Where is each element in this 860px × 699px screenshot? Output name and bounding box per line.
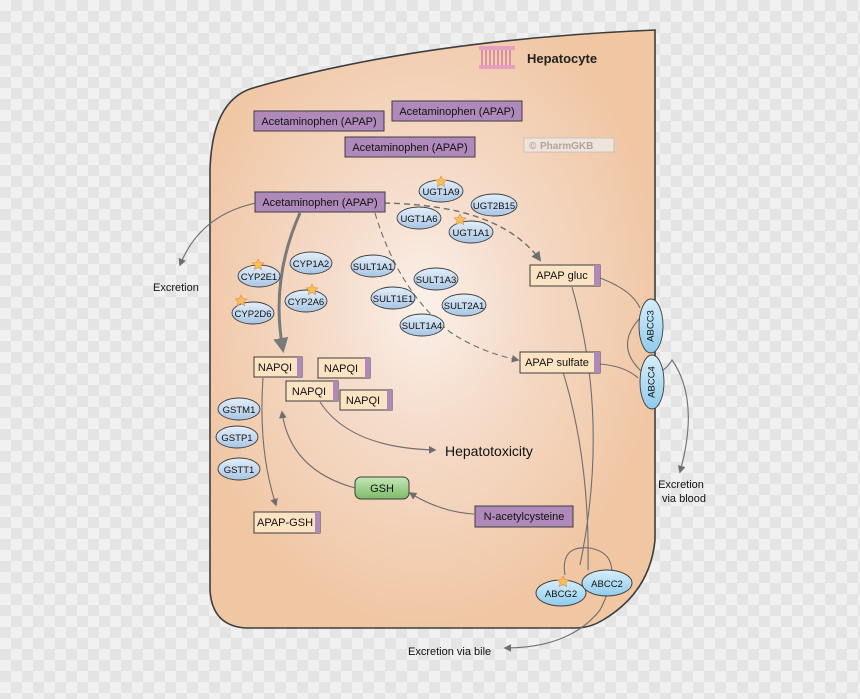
svg-text:UGT1A9: UGT1A9: [423, 187, 460, 198]
enzyme-sult1a3: SULT1A3: [413, 267, 459, 291]
excretion-label: Excretion: [153, 282, 199, 294]
transporter-abcc4: ABCC4: [639, 354, 665, 410]
svg-text:CYP2A6: CYP2A6: [288, 297, 324, 308]
svg-text:SULT1E1: SULT1E1: [373, 294, 413, 305]
watermark: © PharmGKB: [523, 137, 615, 153]
svg-text:UGT1A6: UGT1A6: [401, 214, 438, 225]
variant-star-icon: [434, 175, 448, 188]
svg-text:Acetaminophen (APAP): Acetaminophen (APAP): [262, 197, 377, 209]
svg-text:SULT1A3: SULT1A3: [416, 275, 456, 286]
svg-text:ABCC4: ABCC4: [647, 366, 658, 398]
drug-box: Acetaminophen (APAP): [391, 100, 523, 122]
line-gluc-to-abcg2: [571, 286, 594, 566]
svg-text:Acetaminophen (APAP): Acetaminophen (APAP): [352, 142, 467, 154]
svg-text:NAPQI: NAPQI: [258, 362, 292, 374]
gsh-box: GSH: [354, 476, 410, 500]
membrane-icon: [479, 46, 515, 69]
cell-label: Hepatocyte: [527, 51, 597, 66]
metabolite-napqi: NAPQI: [253, 356, 303, 378]
line-gluc-to-abcc3: [599, 277, 641, 309]
arrow-gsh-to-napqi: [279, 410, 356, 489]
variant-star-icon: [453, 213, 467, 226]
svg-text:APAP-GSH: APAP-GSH: [257, 517, 313, 529]
svg-text:ABCC2: ABCC2: [591, 579, 623, 590]
svg-text:GSTM1: GSTM1: [223, 405, 256, 416]
arrow-to-hepatotoxicity: [319, 401, 437, 454]
enzyme-ugt2b15: UGT2B15: [470, 193, 518, 217]
metabolite-apap-sulfate: APAP sulfate: [519, 351, 601, 374]
svg-text:CYP2E1: CYP2E1: [241, 272, 277, 283]
svg-text:CYP2D6: CYP2D6: [235, 309, 272, 320]
svg-text:Acetaminophen (APAP): Acetaminophen (APAP): [261, 116, 376, 128]
enzyme-sult1e1: SULT1E1: [370, 286, 416, 310]
drug-box: Acetaminophen (APAP): [253, 110, 385, 132]
line-sulfate-to-abcc2: [562, 371, 589, 571]
metabolite-apap-gsh: APAP-GSH: [253, 511, 321, 534]
arrow-to-apap-gsh: [261, 377, 278, 507]
line-sulfate-to-abcc4: [599, 363, 639, 379]
variant-star-icon: [305, 283, 319, 296]
metabolite-napqi: NAPQI: [317, 357, 371, 379]
variant-star-icon: [251, 258, 265, 271]
enzyme-ugt1a1: UGT1A1: [448, 220, 494, 244]
hepatotoxicity-label: Hepatotoxicity: [445, 443, 533, 459]
metabolite-napqi: NAPQI: [339, 389, 393, 411]
svg-text:SULT1A1: SULT1A1: [353, 262, 393, 273]
svg-text:GSH: GSH: [370, 483, 394, 495]
svg-text:SULT1A4: SULT1A4: [402, 321, 442, 332]
svg-text:GSTT1: GSTT1: [224, 465, 255, 476]
copyright-icon: ©: [529, 141, 537, 152]
svg-text:ABCG2: ABCG2: [545, 589, 577, 600]
arrow-to-napqi: [273, 212, 302, 353]
enzyme-sult2a1: SULT2A1: [441, 293, 487, 317]
n-acetylcysteine-box: N-acetylcysteine: [474, 505, 574, 528]
enzyme-cyp2a6: CYP2A6: [284, 289, 328, 313]
transporter-abcc2: ABCC2: [581, 569, 633, 597]
svg-text:NAPQI: NAPQI: [346, 395, 380, 407]
enzyme-cyp2d6: CYP2D6: [231, 301, 275, 325]
enzyme-gstt1: GSTT1: [217, 457, 261, 481]
svg-text:GSTP1: GSTP1: [221, 433, 252, 444]
watermark-text: PharmGKB: [540, 141, 593, 152]
arrow-to-excretion: [178, 202, 257, 267]
metabolite-napqi: NAPQI: [285, 380, 339, 402]
drug-box: Acetaminophen (APAP): [344, 136, 476, 158]
svg-text:APAP gluc: APAP gluc: [536, 270, 588, 282]
variant-star-icon: [556, 575, 570, 588]
enzyme-gstm1: GSTM1: [217, 397, 261, 421]
svg-text:Acetaminophen (APAP): Acetaminophen (APAP): [399, 106, 514, 118]
excretion-bile-label: Excretion via bile: [408, 646, 491, 658]
enzyme-cyp1a2: CYP1A2: [289, 251, 333, 275]
enzyme-sult1a1: SULT1A1: [350, 254, 396, 278]
svg-text:NAPQI: NAPQI: [292, 386, 326, 398]
svg-text:NAPQI: NAPQI: [324, 363, 358, 375]
enzyme-ugt1a6: UGT1A6: [396, 206, 442, 230]
arrow-to-apap-gluc: [383, 202, 542, 262]
excretion-blood-label: Excretion: [658, 479, 704, 491]
enzyme-gstp1: GSTP1: [215, 425, 259, 449]
arrow-nac-to-gsh: [408, 492, 475, 515]
excretion-blood-label-line2: via blood: [662, 493, 706, 505]
transporter-abcc3: ABCC3: [638, 298, 664, 354]
drug-box: Acetaminophen (APAP): [254, 191, 386, 213]
svg-text:UGT1A1: UGT1A1: [453, 228, 490, 239]
svg-text:CYP1A2: CYP1A2: [293, 259, 329, 270]
enzyme-sult1a4: SULT1A4: [399, 313, 445, 337]
svg-text:APAP sulfate: APAP sulfate: [525, 357, 589, 369]
metabolite-apap-gluc: APAP gluc: [529, 264, 601, 287]
svg-text:N-acetylcysteine: N-acetylcysteine: [484, 511, 565, 523]
svg-text:UGT2B15: UGT2B15: [473, 201, 515, 212]
svg-text:ABCC3: ABCC3: [646, 310, 657, 342]
svg-text:SULT2A1: SULT2A1: [444, 301, 484, 312]
variant-star-icon: [234, 294, 248, 307]
